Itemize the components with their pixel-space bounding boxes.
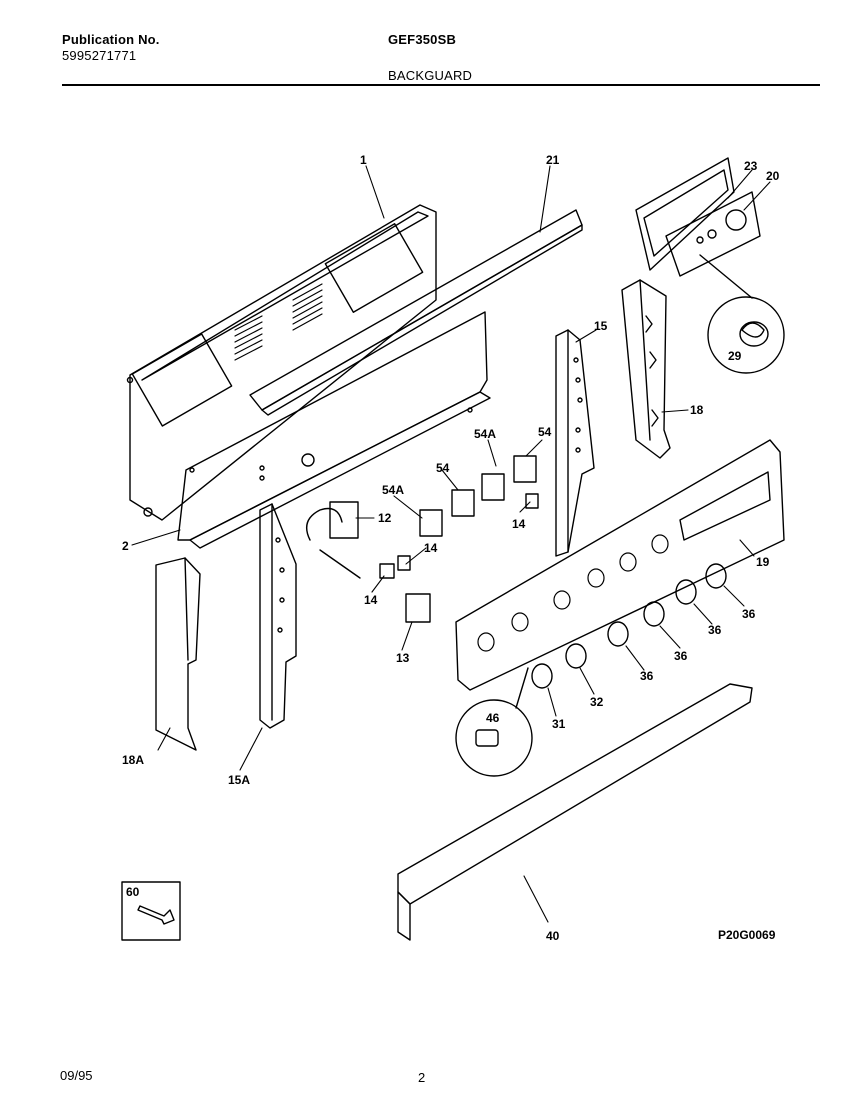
header-rule: [62, 84, 820, 86]
part-15a-left-side-bracket: [259, 503, 297, 729]
callout-1: 1: [360, 153, 367, 167]
callout-40: 40: [546, 929, 560, 943]
callout-31: 31: [552, 717, 566, 731]
callout-21: 21: [546, 153, 560, 167]
footer-date: 09/95: [60, 1068, 93, 1083]
callout-54a-1: 54A: [474, 427, 496, 441]
part-46-knob-inset: [455, 667, 533, 777]
callout-2: 2: [122, 539, 129, 553]
callout-36-2: 36: [708, 623, 722, 637]
callout-20: 20: [766, 169, 780, 183]
part-23-20-clock-assembly: [635, 157, 761, 277]
part-21-trim-strip: [249, 209, 583, 416]
part-18a-left-end-cap: [155, 557, 201, 751]
callout-15: 15: [594, 319, 608, 333]
part-2-mounting-bracket: [177, 311, 491, 549]
callout-19: 19: [756, 555, 770, 569]
diagram-code: P20G0069: [718, 928, 776, 942]
callout-18: 18: [690, 403, 704, 417]
part-60-screw-inset: [121, 881, 181, 941]
switch-components: [306, 455, 539, 623]
part-1-rear-panel: [126, 204, 437, 521]
part-29-clock-knob-inset: [699, 254, 785, 374]
control-knobs: [531, 563, 727, 689]
callout-54-2: 54: [436, 461, 450, 475]
callout-54a-2: 54A: [382, 483, 404, 497]
callout-14-1: 14: [512, 517, 526, 531]
callout-29: 29: [728, 349, 742, 363]
callout-36-1: 36: [742, 607, 756, 621]
callout-23: 23: [744, 159, 758, 173]
callout-15a: 15A: [228, 773, 250, 787]
callout-60: 60: [126, 885, 140, 899]
callout-36-4: 36: [640, 669, 654, 683]
model-number: GEF350SB: [388, 32, 457, 47]
part-40-lower-trim: [397, 683, 753, 941]
section-title: BACKGUARD: [388, 68, 473, 83]
callout-14-3: 14: [364, 593, 378, 607]
callout-18a: 18A: [122, 753, 144, 767]
publication-label: Publication No.: [62, 32, 160, 47]
callout-labels: 1 21 23 20 15 29 18 54A 54 54 54A 12 14 …: [122, 153, 780, 943]
callout-54-1: 54: [538, 425, 552, 439]
callout-13: 13: [396, 651, 410, 665]
callout-46: 46: [486, 711, 500, 725]
part-15-right-side-bracket: [555, 329, 595, 557]
part-18-right-end-cap: [621, 279, 671, 459]
callout-14-2: 14: [424, 541, 438, 555]
callout-12: 12: [378, 511, 392, 525]
callout-32: 32: [590, 695, 604, 709]
callout-36-3: 36: [674, 649, 688, 663]
publication-number: 5995271771: [62, 48, 137, 63]
leader-lines: [131, 165, 771, 923]
page-number: 2: [418, 1070, 426, 1085]
part-19-control-panel: [455, 439, 785, 691]
